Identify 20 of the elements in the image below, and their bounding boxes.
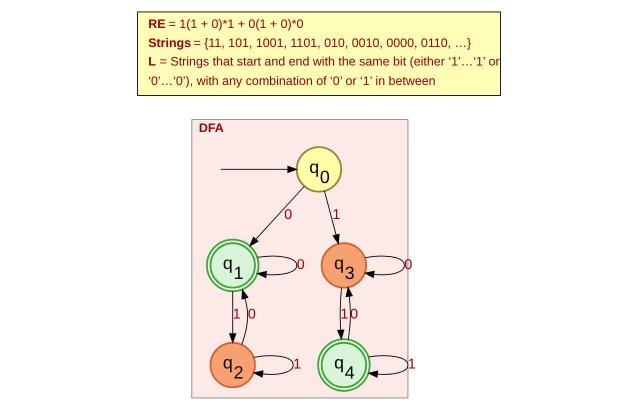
arrow (367, 355, 408, 378)
arrow (228, 290, 236, 344)
edge-label: 0 (284, 206, 292, 223)
arrow (324, 190, 340, 245)
edge-label: 1 (293, 356, 302, 372)
edge-label: 0 (248, 306, 256, 323)
arrow (256, 256, 298, 278)
arrow (252, 355, 294, 378)
arrow (364, 256, 405, 278)
arrow (248, 186, 305, 247)
edge-label: 1 (340, 306, 348, 323)
node-box: RE = 1(1 + 0)*1 + 0(1 + 0)*0 Strings = {11, 101, 1001, 1101, 010, 0010, 0000, 0110, …} L = Strings that start and end with the same bit (either ‘1’…‘1’ or ‘0’…‘0’), with any combination of ‘0’ or ‘1’ in between (137, 12, 501, 96)
arrow (346, 286, 354, 340)
edge-label: 1 (332, 206, 340, 223)
edge-label: 1 (408, 356, 416, 372)
arrow (241, 288, 249, 345)
edge-label: 1 (232, 306, 241, 323)
arrow (220, 166, 298, 174)
arrow (336, 287, 344, 340)
edge-label: 0 (296, 256, 305, 273)
